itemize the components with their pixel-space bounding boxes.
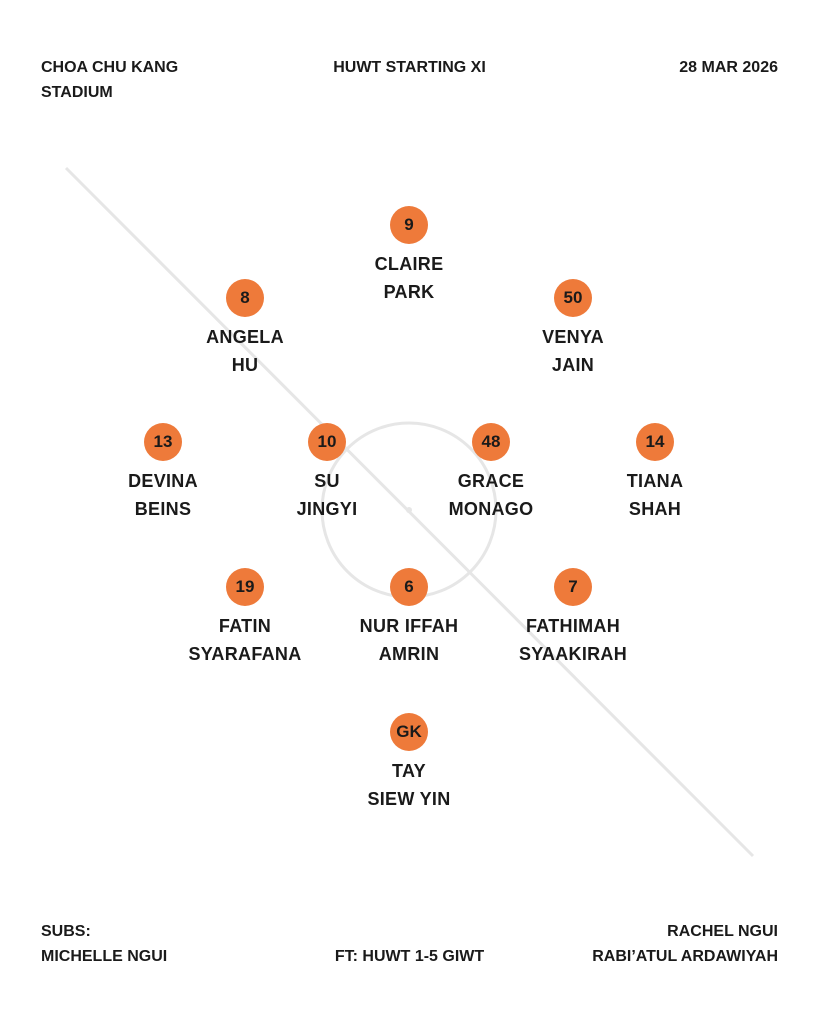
player-first-name: CLAIRE (374, 254, 444, 274)
page-title: HUWT STARTING XI (333, 59, 486, 76)
venue: CHOA CHU KANG STADIUM (41, 55, 178, 105)
player-last-name: MONAGO (448, 499, 534, 519)
player-name: GRACE MONAGO (411, 467, 571, 523)
player-name: VENYA JAIN (493, 323, 653, 379)
player-name: TIANA SHAH (575, 467, 735, 523)
player-number-badge: 50 (554, 279, 592, 317)
player-number-badge: 48 (472, 423, 510, 461)
player-last-name: SYARAFANA (188, 644, 302, 664)
player-number-badge: 7 (554, 568, 592, 606)
player-name: NUR IFFAH AMRIN (329, 612, 489, 668)
player-number-badge: 19 (226, 568, 264, 606)
player-name: SU JINGYI (247, 467, 407, 523)
player-number-badge: 9 (390, 206, 428, 244)
subs-block: SUBS: MICHELLE NGUI (41, 919, 167, 969)
player-first-name: FATIN (218, 616, 272, 636)
player-first-name: SU (314, 471, 340, 491)
player-last-name: AMRIN (378, 644, 440, 664)
player-number-badge: 6 (390, 568, 428, 606)
player-name: TAY SIEW YIN (329, 757, 489, 813)
player-first-name: GRACE (457, 471, 525, 491)
player-last-name: SYAAKIRAH (518, 644, 628, 664)
player-number-badge: 10 (308, 423, 346, 461)
player: 19 FATIN SYARAFANA (165, 568, 325, 668)
subs-right: RACHEL NGUI RABI’ATUL ARDAWIYAH (592, 919, 778, 969)
player-first-name: TAY (392, 761, 426, 781)
sub-player: RABI’ATUL ARDAWIYAH (592, 948, 778, 965)
player-name: DEVINA BEINS (83, 467, 243, 523)
final-score: FT: HUWT 1-5 GIWT (334, 948, 485, 965)
player: 7 FATHIMAH SYAAKIRAH (493, 568, 653, 668)
player: 9 CLAIRE PARK (329, 206, 489, 306)
player-first-name: NUR IFFAH (359, 616, 459, 636)
subs-label: SUBS: (41, 923, 91, 940)
player: GK TAY SIEW YIN (329, 713, 489, 813)
player-number-badge: 8 (226, 279, 264, 317)
player-number-badge: 14 (636, 423, 674, 461)
player: 50 VENYA JAIN (493, 279, 653, 379)
player-last-name: SIEW YIN (367, 789, 451, 809)
player-first-name: DEVINA (128, 471, 198, 491)
player-first-name: ANGELA (206, 327, 284, 347)
player: 48 GRACE MONAGO (411, 423, 571, 523)
player-number-badge: 13 (144, 423, 182, 461)
player-last-name: BEINS (134, 499, 192, 519)
player-name: ANGELA HU (165, 323, 325, 379)
player-last-name: SHAH (628, 499, 682, 519)
player-first-name: VENYA (542, 327, 604, 347)
player: 6 NUR IFFAH AMRIN (329, 568, 489, 668)
player-name: FATHIMAH SYAAKIRAH (493, 612, 653, 668)
center-spot (406, 507, 412, 513)
player-number-badge: GK (390, 713, 428, 751)
player-last-name: JINGYI (296, 499, 358, 519)
player-first-name: FATHIMAH (525, 616, 621, 636)
sub-player: MICHELLE NGUI (41, 948, 168, 965)
venue-line2: STADIUM (41, 84, 113, 101)
match-date: 28 MAR 2026 (679, 59, 778, 76)
player: 10 SU JINGYI (247, 423, 407, 523)
player-name: FATIN SYARAFANA (165, 612, 325, 668)
player-last-name: HU (231, 355, 259, 375)
player-last-name: PARK (383, 282, 435, 302)
player-first-name: TIANA (626, 471, 684, 491)
player: 8 ANGELA HU (165, 279, 325, 379)
sub-player: RACHEL NGUI (667, 923, 778, 940)
player-last-name: JAIN (551, 355, 595, 375)
player: 14 TIANA SHAH (575, 423, 735, 523)
player: 13 DEVINA BEINS (83, 423, 243, 523)
venue-line1: CHOA CHU KANG (41, 59, 179, 76)
player-name: CLAIRE PARK (329, 250, 489, 306)
